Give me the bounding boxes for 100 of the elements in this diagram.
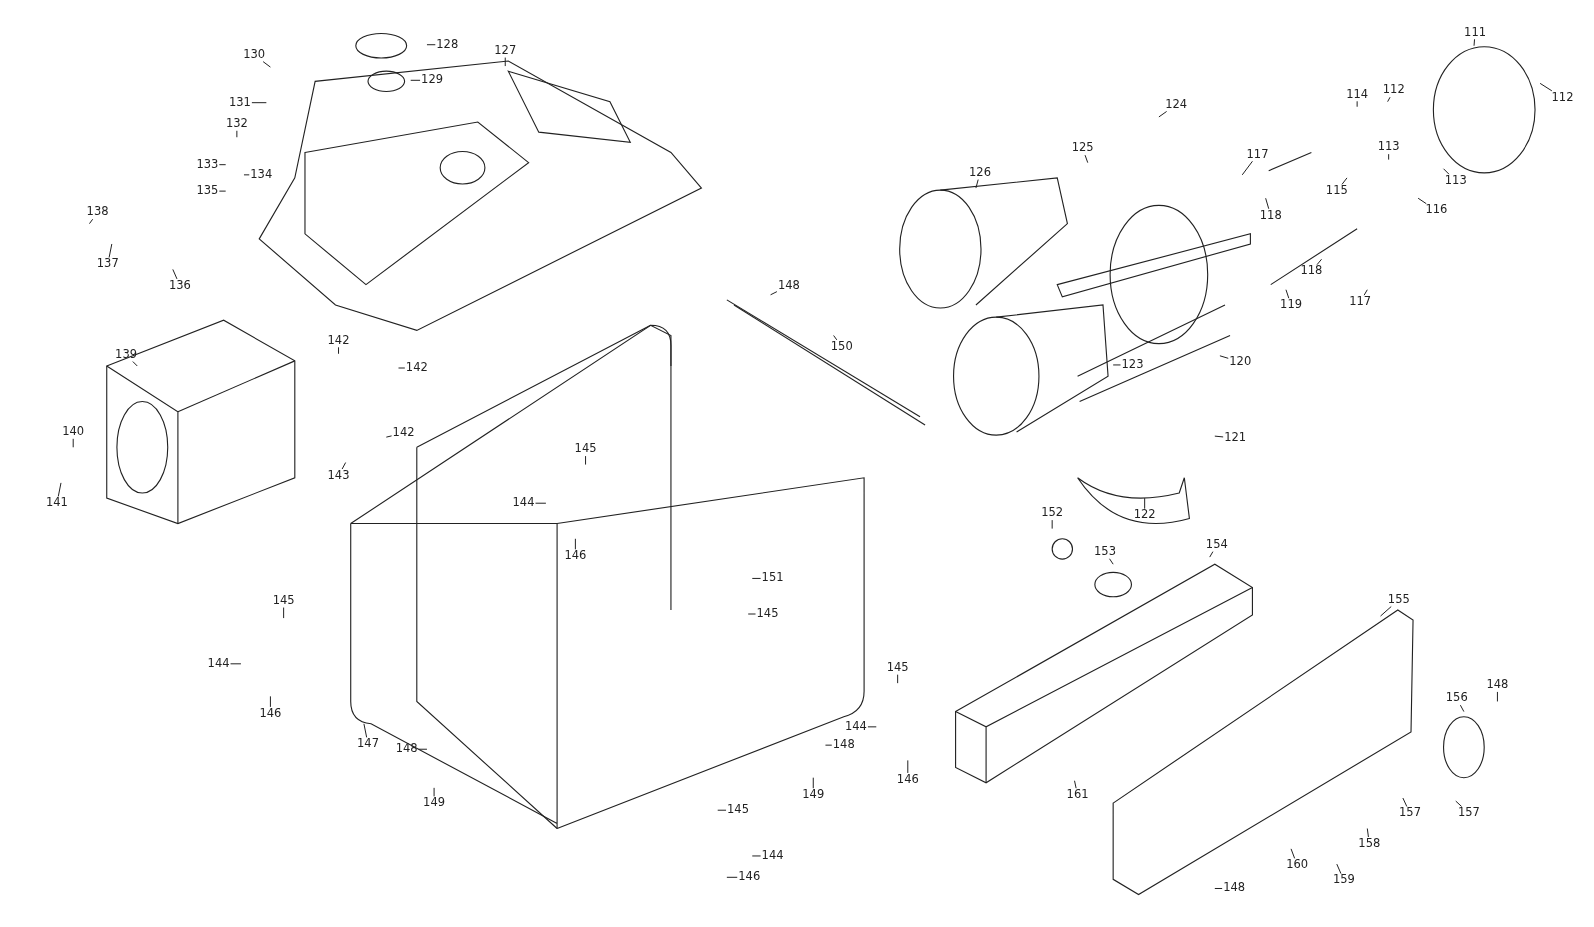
leader-line <box>385 435 393 438</box>
leader-line <box>1241 160 1253 176</box>
leader-line <box>269 695 271 708</box>
leader-line <box>218 164 227 166</box>
leader-line <box>1084 154 1089 164</box>
leader-line <box>218 190 227 192</box>
leader-line <box>1158 110 1168 118</box>
leader-line <box>1380 606 1392 617</box>
leader-line <box>410 79 421 81</box>
leader-line <box>1539 82 1553 92</box>
callout-number: 115 <box>1324 184 1349 198</box>
leader-line <box>751 855 762 857</box>
callout-number: 147 <box>356 737 380 751</box>
leader-line <box>1290 848 1296 859</box>
leader-line <box>251 102 267 104</box>
leader-line <box>1051 519 1053 530</box>
callout-number: 118 <box>1299 264 1324 279</box>
leader-line <box>1285 289 1290 299</box>
callout-number: 139 <box>114 348 138 362</box>
callout-number: 157 <box>1457 806 1481 820</box>
callout-number: 144 <box>844 720 868 734</box>
leader-line <box>535 502 547 504</box>
callout-number: 122 <box>1132 508 1157 523</box>
callout-number: 145 <box>755 607 780 621</box>
leader-line <box>57 482 62 497</box>
callout-number: 140 <box>61 425 86 439</box>
leader-line <box>1363 289 1368 296</box>
callout-number: 146 <box>737 870 762 885</box>
callout-number: 141 <box>44 496 69 510</box>
leader-line <box>1417 197 1427 205</box>
callout-number: 144 <box>760 849 785 863</box>
leader-line <box>1265 197 1270 210</box>
callout-number: 154 <box>1204 538 1229 552</box>
callout-number: 113 <box>1443 174 1468 188</box>
callout-number: 112 <box>1550 90 1575 105</box>
leader-line <box>88 218 94 225</box>
leader-line <box>751 577 762 579</box>
callout-number: 120 <box>1228 355 1253 369</box>
leader-line <box>574 538 576 550</box>
callout-number: 151 <box>760 571 785 586</box>
leader-line <box>1443 168 1450 175</box>
callout-number: 132 <box>224 117 249 131</box>
leader-line <box>418 748 428 750</box>
callout-number: 146 <box>563 549 588 563</box>
leader-line <box>108 243 113 259</box>
leader-line <box>717 809 727 811</box>
callout-number: 113 <box>1376 140 1401 155</box>
callout-number: 128 <box>435 37 460 52</box>
callout-number: 153 <box>1093 545 1117 559</box>
callout-number: 152 <box>1040 506 1065 521</box>
callout-number: 142 <box>326 333 351 348</box>
callout-number: 130 <box>242 48 267 62</box>
leader-line <box>1336 863 1342 875</box>
callout-number: 157 <box>1398 806 1422 820</box>
callout-number: 123 <box>1120 358 1145 372</box>
leader-line <box>585 455 587 466</box>
callout-number: 155 <box>1386 593 1411 607</box>
leader-line <box>1214 888 1223 889</box>
leader-line <box>726 876 738 878</box>
leader-line <box>433 787 435 797</box>
leader-line <box>426 44 436 46</box>
leader-line <box>1459 704 1465 713</box>
leader-line <box>1112 364 1121 366</box>
callout-number: 136 <box>167 278 192 293</box>
callout-number: 131 <box>227 95 252 110</box>
leader-line <box>341 462 347 470</box>
leader-line <box>398 367 406 369</box>
callout-number: 127 <box>493 44 518 58</box>
leader-line <box>262 61 271 68</box>
callout-number: 121 <box>1223 431 1248 445</box>
leader-line <box>1109 558 1114 565</box>
callout-number: 126 <box>968 166 992 180</box>
leader-line <box>363 723 368 738</box>
leader-line <box>975 179 979 189</box>
leader-line <box>824 744 833 746</box>
callout-number: 116 <box>1424 203 1449 218</box>
callout-number: 148 <box>1222 881 1247 896</box>
leader-line <box>172 268 178 280</box>
callout-number: 142 <box>404 361 429 375</box>
callout-number: 135 <box>195 184 220 198</box>
callout-number: 145 <box>271 594 296 608</box>
leader-line <box>243 174 250 176</box>
leader-line <box>1366 828 1369 838</box>
leader-line <box>833 334 838 341</box>
leader-line <box>338 346 339 355</box>
callout-number: 143 <box>326 469 351 483</box>
callout-number: 148 <box>776 278 801 293</box>
callout-number: 158 <box>1357 837 1382 851</box>
callout-number: 150 <box>829 339 854 354</box>
leader-line <box>1387 96 1391 103</box>
callout-number: 137 <box>95 257 120 272</box>
leader-line <box>283 607 285 619</box>
callout-number: 159 <box>1331 873 1356 888</box>
leader-line <box>1316 258 1323 266</box>
callout-number: 149 <box>422 796 447 810</box>
callout-number: 119 <box>1279 298 1303 312</box>
callout-number: 111 <box>1463 25 1487 40</box>
callout-number: 118 <box>1258 208 1283 223</box>
callout-number: 112 <box>1381 83 1406 98</box>
callout-number: 134 <box>249 168 274 182</box>
